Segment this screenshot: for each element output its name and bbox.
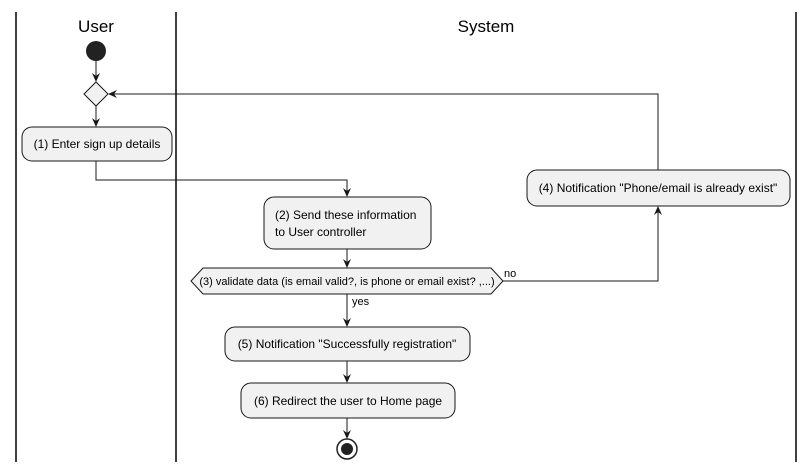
arrowhead-step5 [343,318,351,327]
decision-node [190,267,504,295]
arrowhead-step6 [343,374,351,383]
edge-step1-step2 [95,161,348,191]
arrowhead-loop [108,90,117,98]
edge-step4-merge [114,93,659,170]
lane-title-user: User [78,17,114,36]
arrowhead-decision [343,259,351,268]
merge-diamond [83,81,109,107]
step2-box [263,196,432,250]
edge-no-step4 [503,212,659,282]
branch-label-no: no [504,268,516,280]
step6-box [240,382,456,419]
step1-label: (1) Enter sign up details [34,137,161,151]
step5-label: (5) Notification "Successfully registrat… [238,337,457,351]
step6-label: (6) Redirect the user to Home page [254,394,442,408]
start-node [86,41,106,61]
arrowhead-merge [92,73,100,82]
branch-label-yes: yes [352,296,370,308]
lane-title-system: System [458,17,515,36]
arrowhead-step1 [92,118,100,127]
step2-label-line1: (2) Send these information [275,208,416,222]
step2-label-line2: to User controller [275,225,366,239]
step4-label: (4) Notification "Phone/email is already… [539,181,778,195]
arrowhead-step2 [343,188,351,197]
arrowhead-step4 [654,206,662,215]
decision-label: (3) validate data (is email valid?, is p… [199,276,494,288]
step1-box [21,126,173,162]
end-node-inner [341,443,353,455]
arrowhead-end [343,430,351,439]
